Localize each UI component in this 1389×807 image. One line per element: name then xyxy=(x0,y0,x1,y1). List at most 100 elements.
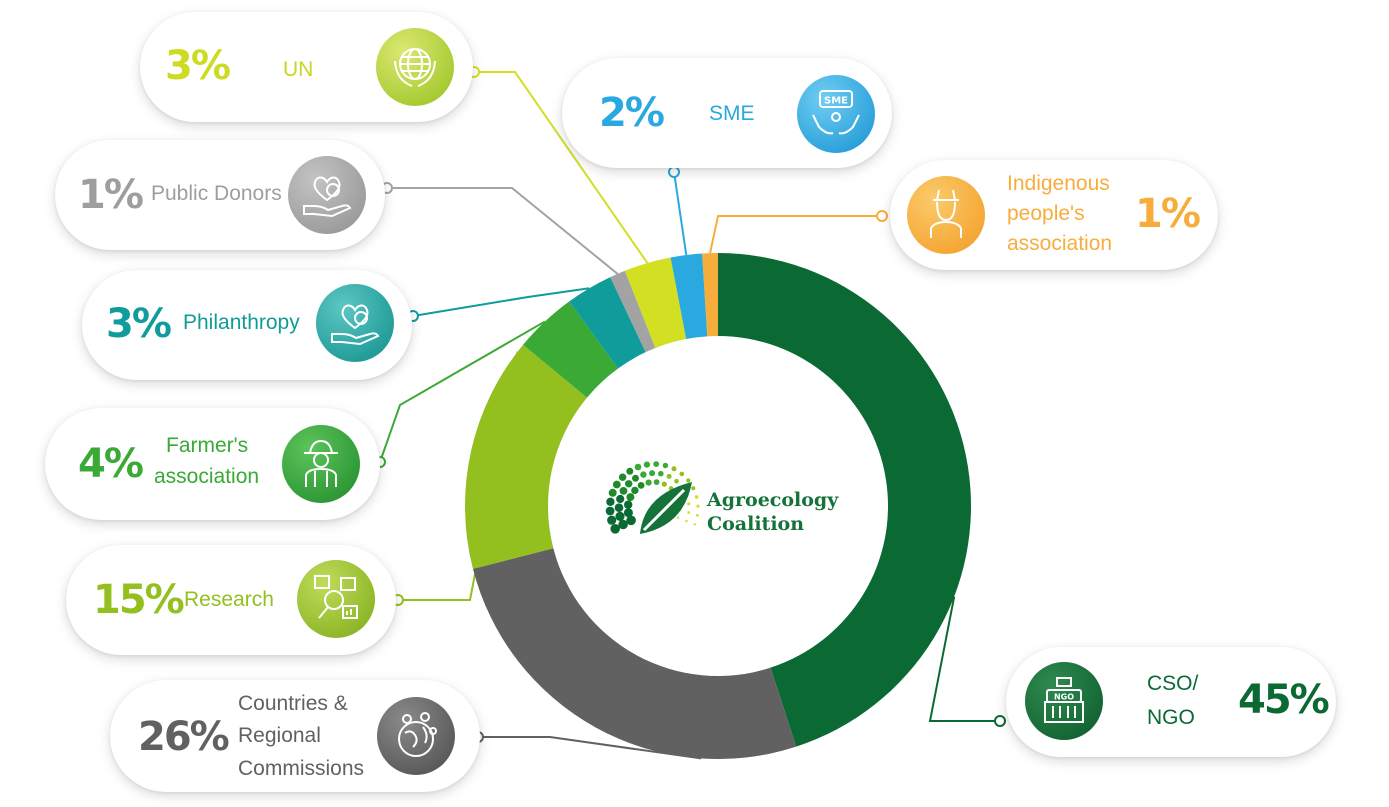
un-label: UN xyxy=(283,58,314,81)
agroecology-coalition-logo: Agroecology Coalition xyxy=(588,446,838,576)
research-label: Research xyxy=(184,588,274,611)
logo-dot xyxy=(607,515,617,525)
logo-dot xyxy=(643,461,650,468)
logo-dot xyxy=(687,511,691,514)
indigenous-label-line2: people's xyxy=(1007,202,1085,225)
countries-percent: 26% xyxy=(138,714,230,760)
connector-un xyxy=(474,71,649,264)
sme-icon-text: SME xyxy=(824,96,848,107)
countries-icon xyxy=(377,697,455,775)
logo-dot xyxy=(696,504,700,508)
philanthropy-label: Philanthropy xyxy=(183,311,300,334)
cso-ngo-icon: NGO xyxy=(1025,662,1103,740)
logo-dot xyxy=(671,466,677,472)
logo-dot xyxy=(676,516,680,519)
sme-icon: SME xyxy=(797,75,875,153)
indigenous-percent: 1% xyxy=(1135,191,1201,237)
research-percent: 15% xyxy=(93,577,185,623)
sme-label: SME xyxy=(709,102,755,125)
connector-dot-cso xyxy=(994,715,1006,727)
logo-dot xyxy=(653,479,660,485)
research-magnifier-icon xyxy=(314,575,358,619)
connector-cso xyxy=(928,596,1000,722)
sme-percent: 2% xyxy=(599,90,665,136)
globe-pins-icon xyxy=(398,712,437,757)
farmer-person-icon xyxy=(304,439,338,487)
logo-dot xyxy=(612,480,621,489)
cso-ngo-label-line1: CSO/ xyxy=(1147,672,1199,695)
connector-philanthropy xyxy=(412,287,590,317)
connector-countries xyxy=(478,736,702,760)
indigenous-person-icon xyxy=(930,189,962,238)
public-donors-label: Public Donors xyxy=(151,182,282,205)
logo-dot xyxy=(645,479,652,486)
logo-dot xyxy=(608,488,617,497)
cso-ngo-percent: 45% xyxy=(1238,677,1330,723)
logo-dot xyxy=(631,486,639,495)
slice-un xyxy=(624,257,687,348)
ngo-icon-text: NGO xyxy=(1054,693,1074,702)
connector-sme xyxy=(673,171,688,256)
logo-dot xyxy=(606,497,615,506)
logo-dot xyxy=(626,493,635,502)
public-donors-icon xyxy=(288,156,366,234)
logo-dot xyxy=(693,523,696,526)
slice-philanthropy xyxy=(569,277,646,369)
logo-text-line1: Agroecology xyxy=(707,489,839,511)
indigenous-label-line1: Indigenous xyxy=(1007,172,1110,195)
logo-dot xyxy=(691,486,696,491)
indigenous-label-line3: association xyxy=(1007,232,1113,255)
ngo-building-icon: NGO xyxy=(1044,677,1084,723)
connector-farmer xyxy=(379,320,546,463)
logo-dot xyxy=(649,470,656,477)
logo-dot xyxy=(679,471,685,477)
heart-dollar-hand-icon xyxy=(303,176,352,218)
logo-dot xyxy=(658,470,664,477)
logo-dot xyxy=(618,473,627,481)
logo-dot xyxy=(619,487,628,495)
logo-dot xyxy=(632,474,639,482)
logo-dot xyxy=(686,478,691,483)
countries-label-line3: Commissions xyxy=(238,757,365,780)
heart-hand-icon xyxy=(331,304,380,346)
logo-dot xyxy=(634,463,642,471)
logo-dot xyxy=(640,471,647,478)
logo-dot xyxy=(623,508,633,518)
slice-cso xyxy=(718,253,972,747)
logo-dot xyxy=(610,524,620,534)
leaf-dots-icon xyxy=(605,461,700,534)
slice-research xyxy=(464,344,588,569)
logo-dot xyxy=(625,480,633,488)
logo-dot xyxy=(624,500,633,509)
connector-indigenous xyxy=(709,215,882,254)
logo-dot xyxy=(662,462,669,469)
connector-dot-indigenous xyxy=(876,210,888,222)
cso-ngo-label-line2: NGO xyxy=(1147,706,1195,729)
logo-dot xyxy=(605,506,615,516)
philanthropy-icon xyxy=(316,284,394,362)
countries-label-line1: Countries & xyxy=(238,692,348,715)
slice-sme xyxy=(670,253,708,340)
logo-dot xyxy=(626,515,636,526)
philanthropy-percent: 3% xyxy=(106,301,172,347)
farmer-label-line2: association xyxy=(154,465,260,488)
logo-dot xyxy=(615,511,625,521)
un-icon xyxy=(376,28,454,106)
indigenous-icon xyxy=(907,176,985,254)
logo-dot xyxy=(694,495,699,499)
slice-farmer xyxy=(523,301,619,398)
slice-public_donors xyxy=(610,270,656,353)
logo-dot xyxy=(666,473,672,479)
logo-dot xyxy=(614,503,624,512)
un-percent: 3% xyxy=(165,43,231,89)
logo-leaf-vein xyxy=(642,488,686,532)
farmer-percent: 4% xyxy=(78,441,144,487)
farmer-icon xyxy=(282,425,360,503)
countries-label-line2: Regional xyxy=(238,724,321,747)
logo-dot xyxy=(674,478,679,484)
logo-dot xyxy=(618,519,628,530)
donut-slices xyxy=(464,253,972,759)
sme-hands-icon: SME xyxy=(812,90,860,135)
un-globe-icon xyxy=(394,48,436,87)
logo-dot xyxy=(637,482,645,489)
